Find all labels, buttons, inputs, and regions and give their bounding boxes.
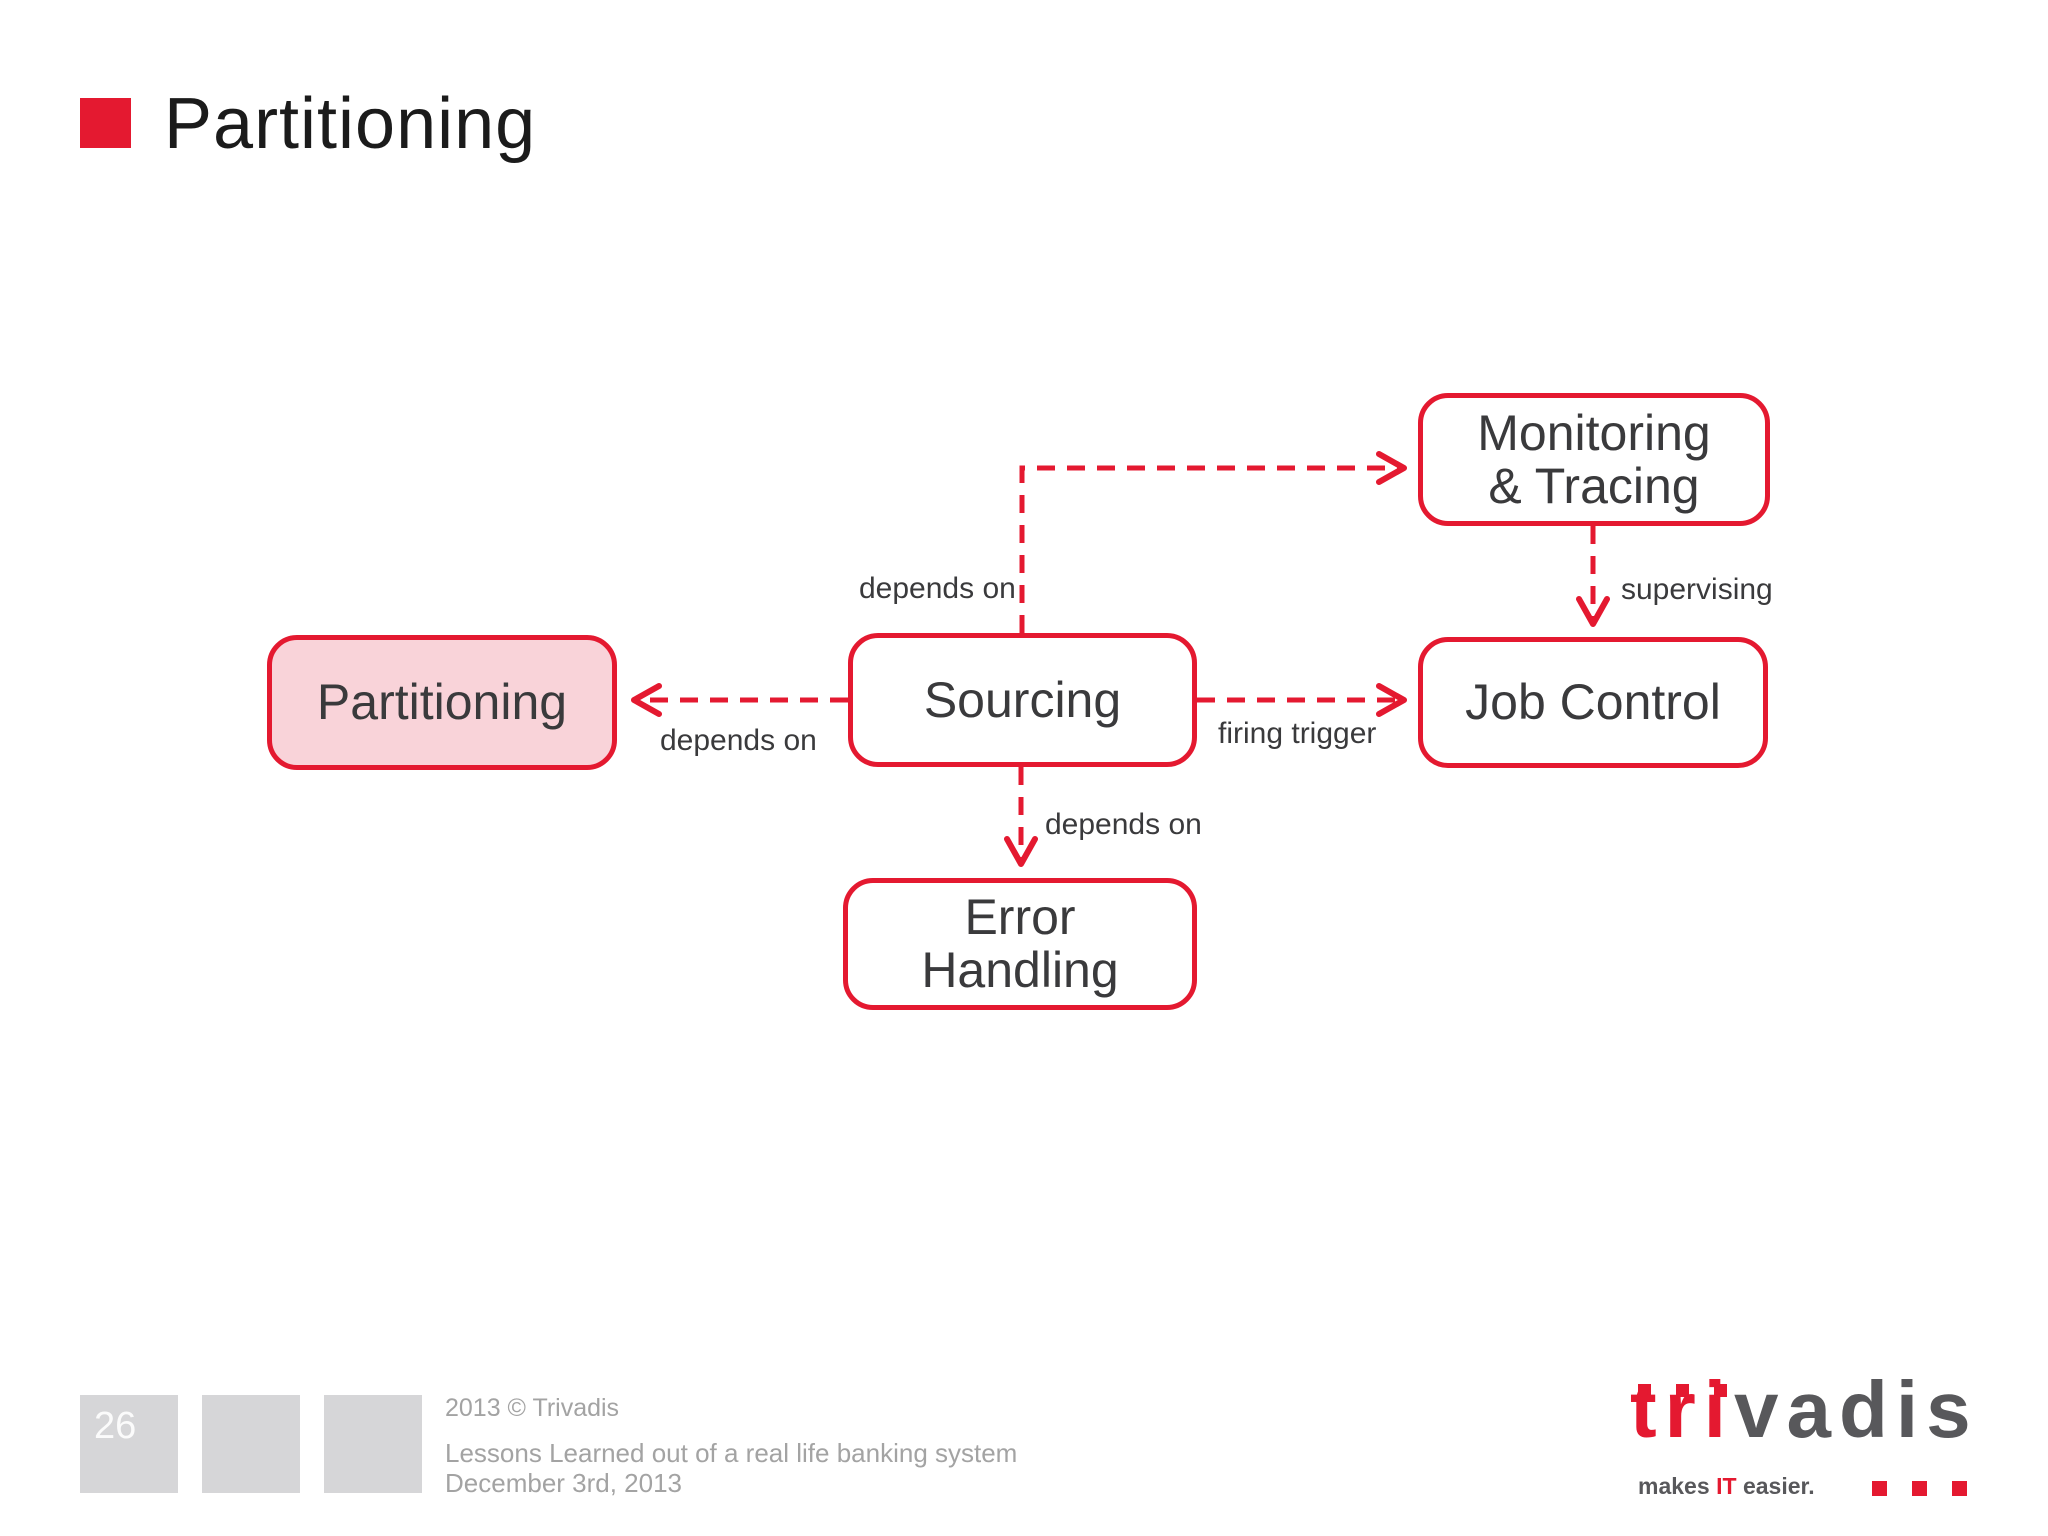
node-partitioning: Partitioning <box>267 635 617 770</box>
logo-dot-icon <box>1676 1384 1689 1397</box>
edge-label-depends-on-partitioning: depends on <box>660 724 817 757</box>
logo-dot-icon <box>1638 1384 1651 1397</box>
footer-square <box>202 1395 300 1493</box>
logo-wordmark: trivadis <box>1630 1370 1979 1450</box>
node-monitoring-tracing: Monitoring & Tracing <box>1418 393 1770 526</box>
page-number-square <box>80 1395 178 1493</box>
node-label: Monitoring <box>1477 404 1711 461</box>
footer-date: December 3rd, 2013 <box>445 1468 683 1498</box>
edge-label-depends-on-error: depends on <box>1045 808 1202 841</box>
node-label: Job Control <box>1465 674 1721 730</box>
tagline-it: IT <box>1716 1473 1737 1499</box>
logo-dot-icon <box>1872 1481 1887 1496</box>
footer-presentation-title: Lessons Learned out of a real life banki… <box>445 1438 1018 1468</box>
logo-dot-icon <box>1714 1384 1727 1397</box>
logo-word-gray: vadis <box>1734 1365 1979 1454</box>
node-label: Sourcing <box>923 671 1122 728</box>
node-label: Partitioning <box>316 674 568 730</box>
logo-word-red: tri <box>1630 1365 1734 1454</box>
tagline-makes: makes <box>1638 1473 1710 1499</box>
edge-label-firing-trigger: firing trigger <box>1218 717 1377 750</box>
node-label: Handling <box>921 942 1119 998</box>
tagline-easier: easier. <box>1742 1473 1815 1499</box>
logo-dot-icon <box>1952 1481 1967 1496</box>
edge-label-supervising: supervising <box>1621 573 1773 606</box>
node-job-control: Job Control <box>1418 637 1768 768</box>
node-label: Error <box>964 889 1076 945</box>
node-error-handling: Error Handling <box>843 878 1197 1010</box>
arrow-sourcing-to-monitoring <box>1019 451 1407 633</box>
node-label: & Tracing <box>1488 457 1700 514</box>
logo-dot-icon <box>1912 1481 1927 1496</box>
footer-square <box>324 1395 422 1493</box>
page-title: Partitioning <box>164 84 537 164</box>
footer-copyright: 2013 © Trivadis <box>445 1394 620 1422</box>
edge-label-depends-on-monitoring: depends on <box>859 572 1016 605</box>
title-bullet-icon <box>80 98 131 148</box>
node-sourcing: Sourcing <box>848 633 1197 767</box>
page-number: 26 <box>94 1405 137 1447</box>
